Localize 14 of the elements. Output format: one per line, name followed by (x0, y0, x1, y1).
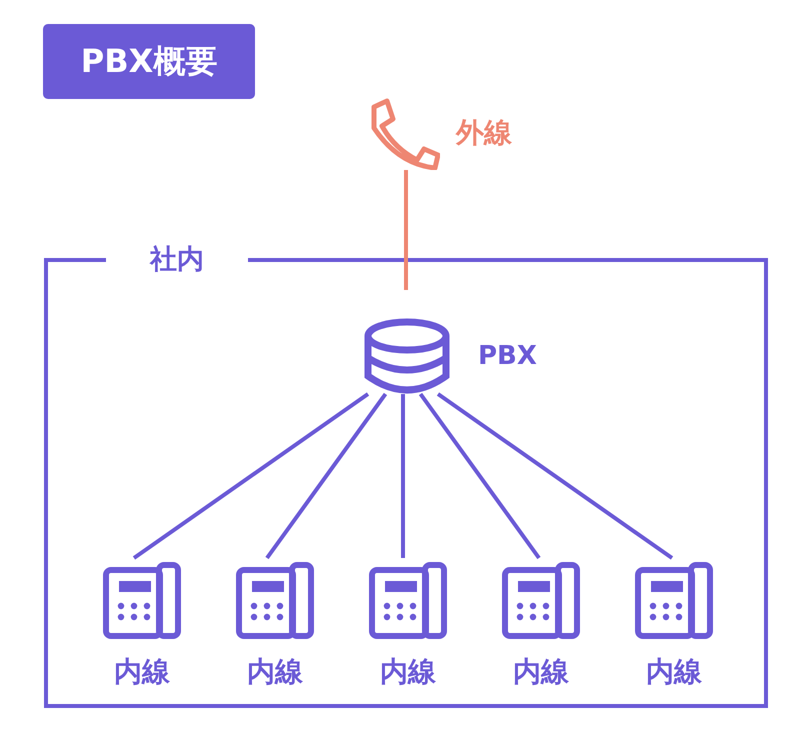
node-label: 外線 (456, 115, 512, 151)
node-label: PBX (478, 340, 537, 373)
node-label: 内線 (113, 654, 171, 690)
node-label: 内線 (379, 654, 437, 690)
connector-line (401, 394, 405, 558)
connector-line (436, 392, 674, 560)
title-badge: PBX概要 (43, 24, 255, 99)
node-label: 内線 (512, 654, 570, 690)
connector-line (132, 392, 370, 560)
connector-line (265, 392, 388, 560)
connector-line (418, 392, 541, 560)
node-label: 内線 (246, 654, 304, 690)
node-label: 内線 (645, 654, 703, 690)
connector-line (404, 170, 408, 290)
